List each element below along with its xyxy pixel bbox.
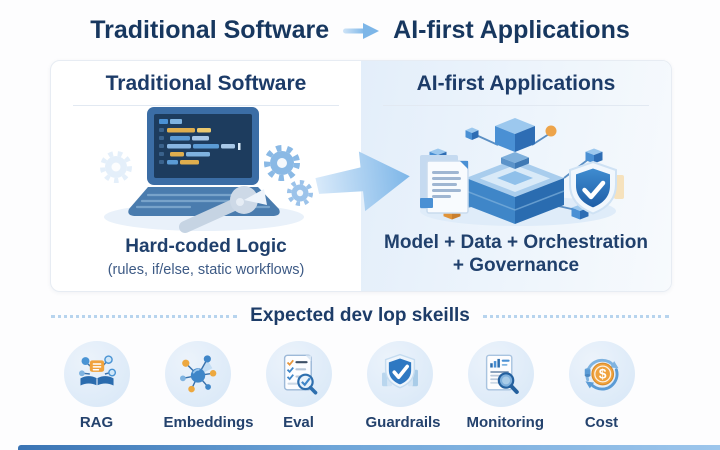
node-sphere-icon: [545, 125, 557, 137]
pedestal: [501, 152, 529, 169]
panel-left-header: Traditional Software: [105, 72, 307, 95]
vector-graph-icon: [179, 355, 216, 393]
shield-check-icon: [569, 160, 617, 215]
node-cube-icon: [465, 127, 479, 140]
book-network-icon: [78, 355, 116, 386]
dollar-coin-cycle-icon: $: [584, 358, 619, 391]
panel-traditional-software: Traditional Software: [51, 61, 361, 291]
bottom-accent-bar: [18, 445, 720, 450]
skill-label: Eval: [283, 414, 314, 431]
skill-label: Cost: [584, 414, 619, 431]
ai-stack-illustration: [420, 118, 624, 226]
left-caption-sub: (rules, if/else, static workflows): [107, 262, 305, 278]
skill-item-rag: RAG: [63, 341, 131, 431]
main-title-left: Traditional Software: [90, 16, 330, 44]
skill-label: RAG: [79, 414, 114, 431]
skill-item-monitoring: Monitoring: [466, 341, 544, 431]
report-magnifier-icon: [485, 354, 519, 394]
wrench-icon: [179, 186, 267, 233]
skill-item-embeddings: Embeddings: [163, 341, 254, 431]
skills-row: RAG Embeddings: [0, 341, 709, 431]
transition-arrow-icon: [315, 151, 410, 212]
checklist-magnifier-icon: [283, 354, 317, 395]
skills-section-title: Expected dev lop skeills: [250, 305, 470, 326]
skill-item-guardrails: Guardrails: [365, 341, 441, 431]
laptop-code-illustration: [100, 107, 314, 233]
node-cube-icon: [585, 148, 603, 164]
top-cube: [495, 118, 535, 152]
skills-section-header: Expected dev lop skeills: [0, 305, 720, 327]
skill-item-eval: Eval: [265, 341, 333, 431]
document-stack-icon: [420, 155, 469, 214]
skill-label: Embeddings: [163, 414, 254, 431]
main-title: Traditional Software AI-first Applicatio…: [0, 16, 720, 45]
main-title-right: AI-first Applications: [393, 16, 630, 44]
skill-label: Monitoring: [466, 414, 544, 431]
dollar-sign: $: [598, 367, 606, 382]
gear-icon-small: [286, 179, 314, 207]
platform-cube: [465, 159, 565, 224]
dotted-divider-left: [51, 314, 238, 318]
header-divider: [73, 105, 339, 106]
comparison-card: Traditional Software: [50, 60, 672, 292]
panel-right-header: AI-first Applications: [416, 72, 616, 95]
header-divider: [383, 105, 649, 106]
gear-icon-faint: [100, 151, 132, 183]
panel-ai-first: AI-first Applications: [361, 61, 671, 291]
title-arrow-icon: [343, 22, 380, 39]
skill-label: Guardrails: [365, 414, 441, 431]
right-caption-line1: Model + Data + Orchestration: [384, 231, 648, 253]
skill-item-cost: $ Cost: [568, 341, 636, 431]
left-caption: Hard-coded Logic (rules, if/else, static…: [51, 235, 361, 278]
right-caption-line2: + Governance: [452, 255, 580, 277]
code-lines: [159, 119, 241, 165]
dotted-divider-right: [482, 314, 669, 318]
shield-check-icon: [381, 353, 418, 389]
left-caption-title: Hard-coded Logic: [125, 236, 287, 258]
right-caption: Model + Data + Orchestration + Governanc…: [361, 231, 671, 279]
gear-icon: [264, 145, 300, 181]
